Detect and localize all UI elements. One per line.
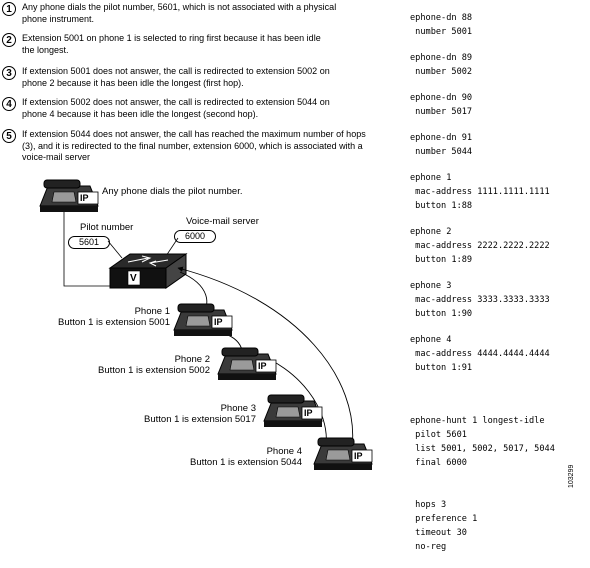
any-phone-label: Any phone dials the pilot number.: [102, 186, 243, 197]
config-dn-90: ephone-dn 90 number 5017: [410, 93, 473, 117]
hunt-group-diagram: [39, 179, 373, 471]
phone-3-icon: [263, 394, 323, 428]
step-text: If extension 5002 does not answer, the c…: [22, 97, 330, 119]
config-ephone-3: ephone 3 mac-address 3333.3333.3333 butt…: [410, 281, 550, 319]
ip-badge: IP: [258, 361, 267, 371]
step-3: 3 If extension 5001 does not answer, the…: [2, 66, 402, 89]
step-number: 2: [2, 33, 16, 47]
step-text: If extension 5001 does not answer, the c…: [22, 66, 330, 88]
pilot-number-label: Pilot number: [80, 222, 134, 233]
phone-4-icon: [313, 437, 373, 471]
config-dn-89: ephone-dn 89 number 5002: [410, 53, 473, 77]
ip-badge: IP: [354, 451, 363, 461]
step-2: 2 Extension 5001 on phone 1 is selected …: [2, 33, 402, 56]
config-ephone-4: ephone 4 mac-address 4444.4444.4444 butt…: [410, 335, 550, 373]
step-number: 5: [2, 129, 16, 143]
any-phone-icon: [39, 179, 99, 213]
voice-mail-label: Voice-mail server: [186, 216, 259, 227]
ip-badge: IP: [304, 408, 313, 418]
config-ephone-2: ephone 2 mac-address 2222.2222.2222 butt…: [410, 227, 550, 265]
router-icon: [108, 253, 188, 289]
phone-2-icon: [217, 347, 277, 381]
config-dn-91: ephone-dn 91 number 5044: [410, 133, 473, 157]
step-text: If extension 5044 does not answer, the c…: [22, 129, 366, 162]
config-dn-88: ephone-dn 88 number 5001: [410, 13, 473, 37]
ip-badge: IP: [214, 317, 223, 327]
step-text: Extension 5001 on phone 1 is selected to…: [22, 33, 321, 55]
router-letter: V: [130, 273, 137, 284]
config-ephone-1: ephone 1 mac-address 1111.1111.1111 butt…: [410, 173, 550, 211]
step-number: 4: [2, 97, 16, 111]
phone-1-icon: [173, 303, 233, 337]
ip-badge: IP: [80, 193, 89, 203]
step-5: 5 If extension 5044 does not answer, the…: [2, 129, 402, 164]
step-number: 1: [2, 2, 16, 16]
step-1: 1 Any phone dials the pilot number, 5601…: [2, 2, 402, 25]
pilot-number-value: 5601: [68, 236, 110, 249]
figure-id: 103299: [568, 464, 575, 488]
voice-mail-number: 6000: [174, 230, 216, 243]
step-text: Any phone dials the pilot number, 5601, …: [22, 2, 337, 24]
step-4: 4 If extension 5002 does not answer, the…: [2, 97, 402, 120]
step-number: 3: [2, 66, 16, 80]
pilot-line: [63, 198, 118, 287]
